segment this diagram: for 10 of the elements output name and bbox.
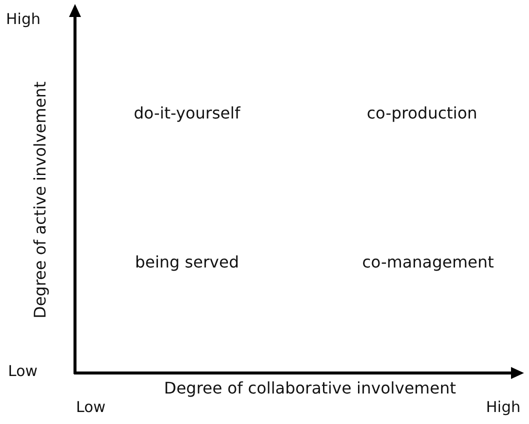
axis-end-label: Low xyxy=(76,398,106,416)
x-axis-title: Degree of collaborative involvement xyxy=(164,378,456,398)
quadrant-label: do-it-yourself xyxy=(134,103,240,123)
axis-end-label: Low xyxy=(8,362,38,380)
quadrant-label: co-production xyxy=(366,103,478,123)
axis-end-label: High xyxy=(486,398,520,416)
axis-end-label: High xyxy=(6,10,40,28)
quadrant-label: co-management xyxy=(362,252,494,272)
y-axis-title: Degree of active involvement xyxy=(30,82,50,318)
quadrant-label: being served xyxy=(134,252,240,272)
